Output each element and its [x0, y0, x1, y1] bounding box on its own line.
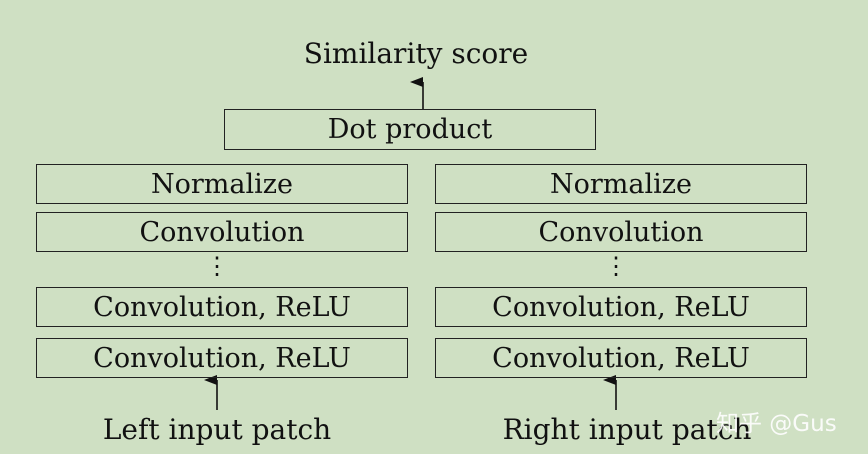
- right-conv-relu-box-lower: Convolution, ReLU: [435, 338, 807, 378]
- left-normalize-box: Normalize: [36, 164, 408, 204]
- left-conv-relu-box-upper: Convolution, ReLU: [36, 287, 408, 327]
- left-input-label: Left input patch: [102, 413, 332, 446]
- right-normalize-box: Normalize: [435, 164, 807, 204]
- dot-product-box: Dot product: [224, 109, 596, 150]
- right-convolution-box: Convolution: [435, 212, 807, 252]
- left-conv-relu-box-lower: Convolution, ReLU: [36, 338, 408, 378]
- left-convolution-box: Convolution: [36, 212, 408, 252]
- right-ellipsis: ⋮: [604, 252, 628, 280]
- right-input-label: Right input patch: [502, 413, 752, 446]
- watermark-text: 知乎 @Gus: [716, 411, 837, 437]
- output-label: Similarity score: [303, 37, 529, 70]
- right-conv-relu-box-upper: Convolution, ReLU: [435, 287, 807, 327]
- left-ellipsis: ⋮: [205, 252, 229, 280]
